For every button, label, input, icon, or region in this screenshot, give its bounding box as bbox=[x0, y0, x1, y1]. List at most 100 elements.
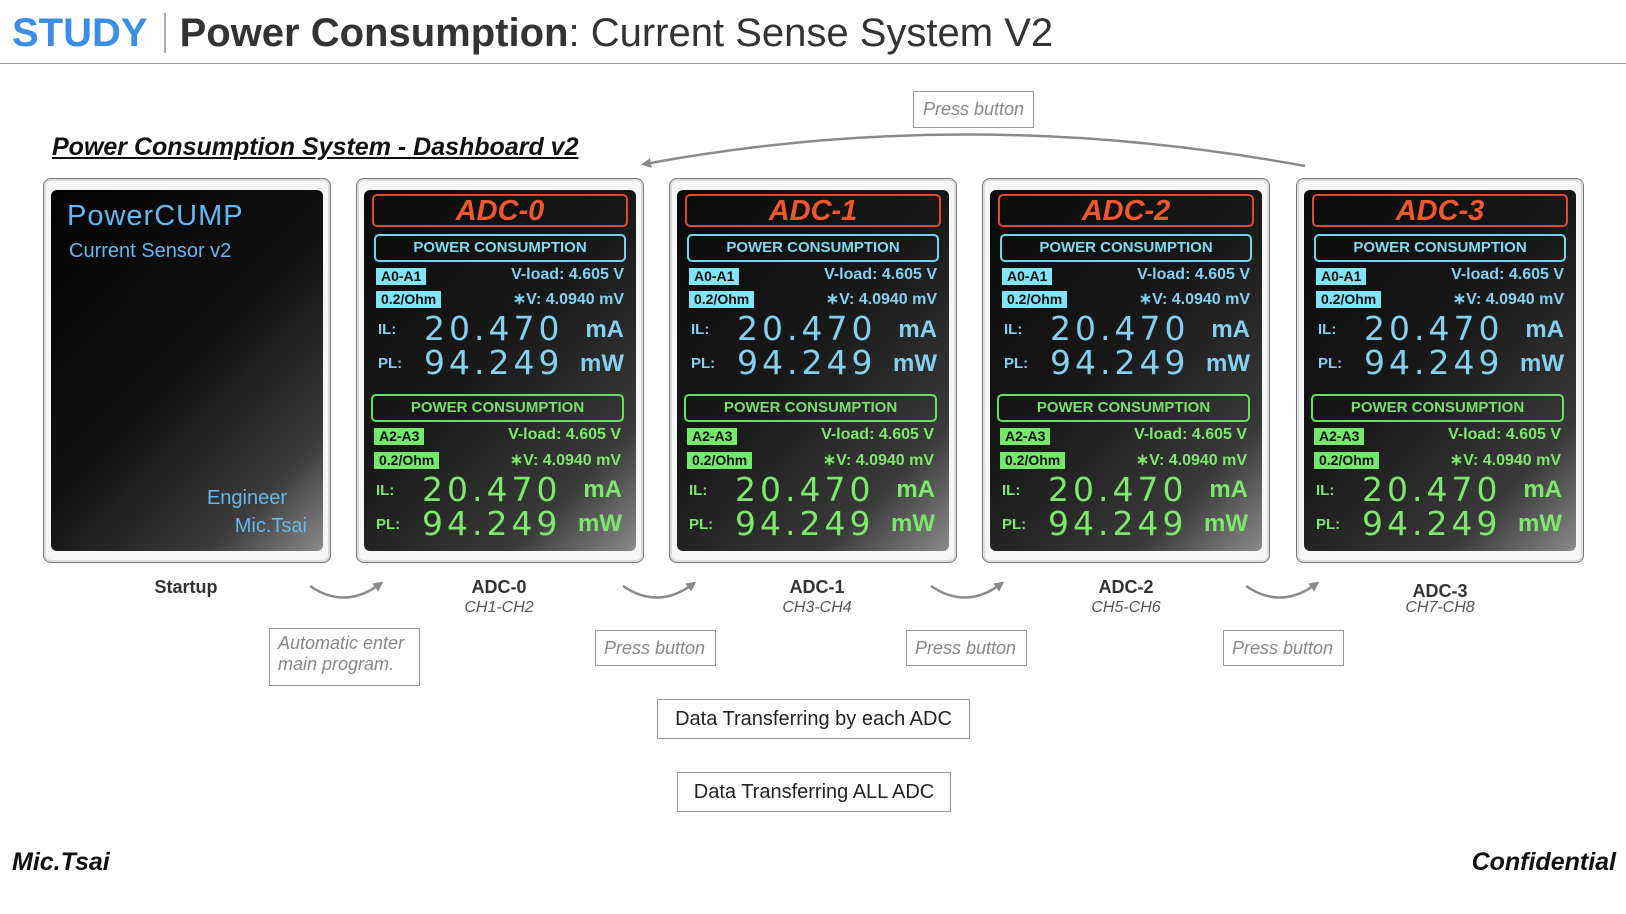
delta-v-readout: ∗V: 4.0940 mV bbox=[1452, 291, 1564, 308]
vload-readout: V-load: 4.605 V bbox=[1134, 426, 1247, 443]
startup-subtitle: Current Sensor v2 bbox=[69, 240, 232, 262]
adc-screen: ADC-3 POWER CONSUMPTION A0-A1 0.2/Ohm V-… bbox=[1304, 190, 1576, 551]
vload-readout: V-load: 4.605 V bbox=[508, 426, 621, 443]
il-label: IL: bbox=[1002, 482, 1021, 499]
il-value: 20.470 bbox=[735, 470, 875, 509]
il-unit: mA bbox=[1523, 476, 1562, 503]
header-title-bold: Power Consumption bbox=[179, 10, 569, 55]
adc-title: ADC-1 bbox=[685, 194, 941, 227]
pin-tag: A0-A1 bbox=[1002, 268, 1053, 285]
step-arrow-4 bbox=[1245, 581, 1320, 599]
dashboard-subtitle: Power Consumption System - Dashboard v2 bbox=[52, 133, 579, 161]
il-label: IL: bbox=[376, 482, 395, 499]
pl-value: 94.249 bbox=[1364, 343, 1504, 382]
pl-value: 94.249 bbox=[422, 504, 562, 543]
pl-unit: mW bbox=[578, 510, 622, 537]
delta-v-readout: ∗V: 4.0940 mV bbox=[1135, 452, 1247, 469]
power-consumption-header: POWER CONSUMPTION bbox=[374, 234, 626, 262]
engineer-name: Mic.Tsai bbox=[234, 515, 307, 537]
delta-v-readout: ∗V: 4.0940 mV bbox=[512, 291, 624, 308]
shunt-tag: 0.2/Ohm bbox=[687, 452, 753, 469]
il-value: 20.470 bbox=[1050, 309, 1190, 348]
adc-title: ADC-0 bbox=[372, 194, 628, 227]
adc-panel: ADC-3 POWER CONSUMPTION A0-A1 0.2/Ohm V-… bbox=[1296, 178, 1584, 563]
shunt-tag: 0.2/Ohm bbox=[376, 291, 442, 308]
adc-channels: CH1-CH2 bbox=[464, 599, 534, 616]
step-arrow-1 bbox=[309, 581, 384, 599]
pl-value: 94.249 bbox=[737, 343, 877, 382]
pl-unit: mW bbox=[893, 350, 937, 377]
pl-value: 94.249 bbox=[424, 343, 564, 382]
adc-panel: ADC-0 POWER CONSUMPTION A0-A1 0.2/Ohm V-… bbox=[356, 178, 644, 563]
adc-caption: ADC-0 bbox=[471, 577, 527, 597]
pin-tag: A2-A3 bbox=[1000, 428, 1051, 445]
pl-unit: mW bbox=[891, 510, 935, 537]
pl-label: PL: bbox=[378, 355, 403, 372]
startup-note-line1: Automatic enter bbox=[278, 633, 405, 653]
adc-screen: ADC-1 POWER CONSUMPTION A0-A1 0.2/Ohm V-… bbox=[677, 190, 949, 551]
startup-caption: Startup bbox=[154, 577, 218, 597]
power-consumption-header: POWER CONSUMPTION bbox=[1000, 234, 1252, 262]
pin-tag: A2-A3 bbox=[1314, 428, 1365, 445]
il-label: IL: bbox=[1316, 482, 1335, 499]
pl-unit: mW bbox=[1520, 350, 1564, 377]
il-value: 20.470 bbox=[422, 470, 562, 509]
pl-label: PL: bbox=[1004, 355, 1029, 372]
footer-confidential: Confidential bbox=[1471, 848, 1616, 876]
pl-value: 94.249 bbox=[1048, 504, 1188, 543]
return-arrow bbox=[641, 133, 1306, 168]
pl-value: 94.249 bbox=[1362, 504, 1502, 543]
il-unit: mA bbox=[898, 316, 937, 343]
adc-title: ADC-2 bbox=[998, 194, 1254, 227]
delta-v-readout: ∗V: 4.0940 mV bbox=[509, 452, 621, 469]
il-unit: mA bbox=[583, 476, 622, 503]
study-label: STUDY bbox=[12, 10, 148, 55]
il-unit: mA bbox=[1525, 316, 1564, 343]
pin-tag: A2-A3 bbox=[687, 428, 738, 445]
il-value: 20.470 bbox=[1364, 309, 1504, 348]
adc-channels: CH5-CH6 bbox=[1091, 599, 1161, 616]
header-title-rest: : Current Sense System V2 bbox=[568, 10, 1054, 55]
adc-panel: ADC-1 POWER CONSUMPTION A0-A1 0.2/Ohm V-… bbox=[669, 178, 957, 563]
delta-v-readout: ∗V: 4.0940 mV bbox=[1138, 291, 1250, 308]
pl-value: 94.249 bbox=[735, 504, 875, 543]
step-arrow-3 bbox=[930, 581, 1005, 599]
press-button-note: Press button bbox=[906, 630, 1027, 666]
startup-note-line2: main program. bbox=[278, 654, 395, 674]
il-unit: mA bbox=[585, 316, 624, 343]
press-button-note: Press button bbox=[1223, 630, 1344, 666]
pl-unit: mW bbox=[1204, 510, 1248, 537]
il-value: 20.470 bbox=[1362, 470, 1502, 509]
pl-label: PL: bbox=[376, 516, 401, 533]
shunt-tag: 0.2/Ohm bbox=[689, 291, 755, 308]
pl-label: PL: bbox=[691, 355, 716, 372]
il-unit: mA bbox=[1209, 476, 1248, 503]
press-button-note: Press button bbox=[595, 630, 716, 666]
il-label: IL: bbox=[689, 482, 708, 499]
startup-panel: PowerCUMP Current Sensor v2 Engineer Mic… bbox=[43, 178, 331, 563]
pl-label: PL: bbox=[1002, 516, 1027, 533]
adc-caption: ADC-2 bbox=[1098, 577, 1154, 597]
adc-caption: ADC-3 bbox=[1412, 581, 1468, 601]
pin-tag: A0-A1 bbox=[689, 268, 740, 285]
il-unit: mA bbox=[1211, 316, 1250, 343]
adc-channels: CH7-CH8 bbox=[1405, 599, 1475, 616]
il-value: 20.470 bbox=[1048, 470, 1188, 509]
il-value: 20.470 bbox=[424, 309, 564, 348]
footer-author: Mic.Tsai bbox=[12, 848, 110, 876]
delta-v-readout: ∗V: 4.0940 mV bbox=[825, 291, 937, 308]
adc-title: ADC-3 bbox=[1312, 194, 1568, 227]
il-value: 20.470 bbox=[737, 309, 877, 348]
power-consumption-header: POWER CONSUMPTION bbox=[371, 394, 624, 422]
startup-screen: PowerCUMP Current Sensor v2 Engineer Mic… bbox=[51, 190, 323, 551]
pin-tag: A0-A1 bbox=[376, 268, 427, 285]
adc-panel: ADC-2 POWER CONSUMPTION A0-A1 0.2/Ohm V-… bbox=[982, 178, 1270, 563]
shunt-tag: 0.2/Ohm bbox=[1316, 291, 1382, 308]
top-press-button-note: Press button bbox=[913, 91, 1034, 128]
il-label: IL: bbox=[691, 321, 710, 338]
adc-caption: ADC-1 bbox=[789, 577, 845, 597]
header-rule bbox=[0, 63, 1626, 64]
vload-readout: V-load: 4.605 V bbox=[511, 266, 624, 283]
startup-note: Automatic enter main program. bbox=[269, 628, 420, 686]
